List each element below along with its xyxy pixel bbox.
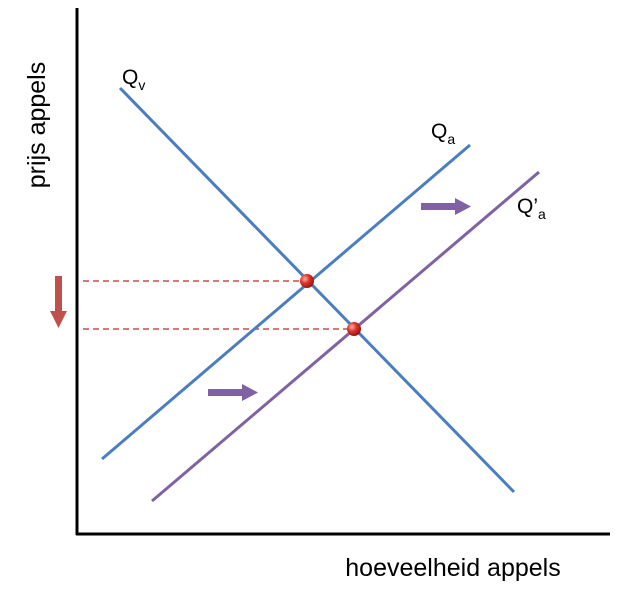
supply-curve-label: Qa (431, 120, 455, 147)
supply-curve-shifted (151, 170, 540, 503)
equilibrium-point-new (347, 322, 361, 336)
supply-curve (101, 143, 471, 461)
demand-curve-label: Qv (122, 66, 145, 93)
shift-arrow-right-icon (208, 384, 258, 401)
y-axis-label: prijs appels (23, 62, 51, 188)
x-axis-label: hoeveelheid appels (345, 554, 560, 582)
shift-arrow-right-icon (421, 198, 471, 215)
price-down-arrow-icon (50, 276, 67, 328)
demand-curve (118, 86, 516, 494)
equilibrium-point-old (300, 274, 314, 288)
supply-shifted-curve-label: Q’a (517, 195, 546, 222)
